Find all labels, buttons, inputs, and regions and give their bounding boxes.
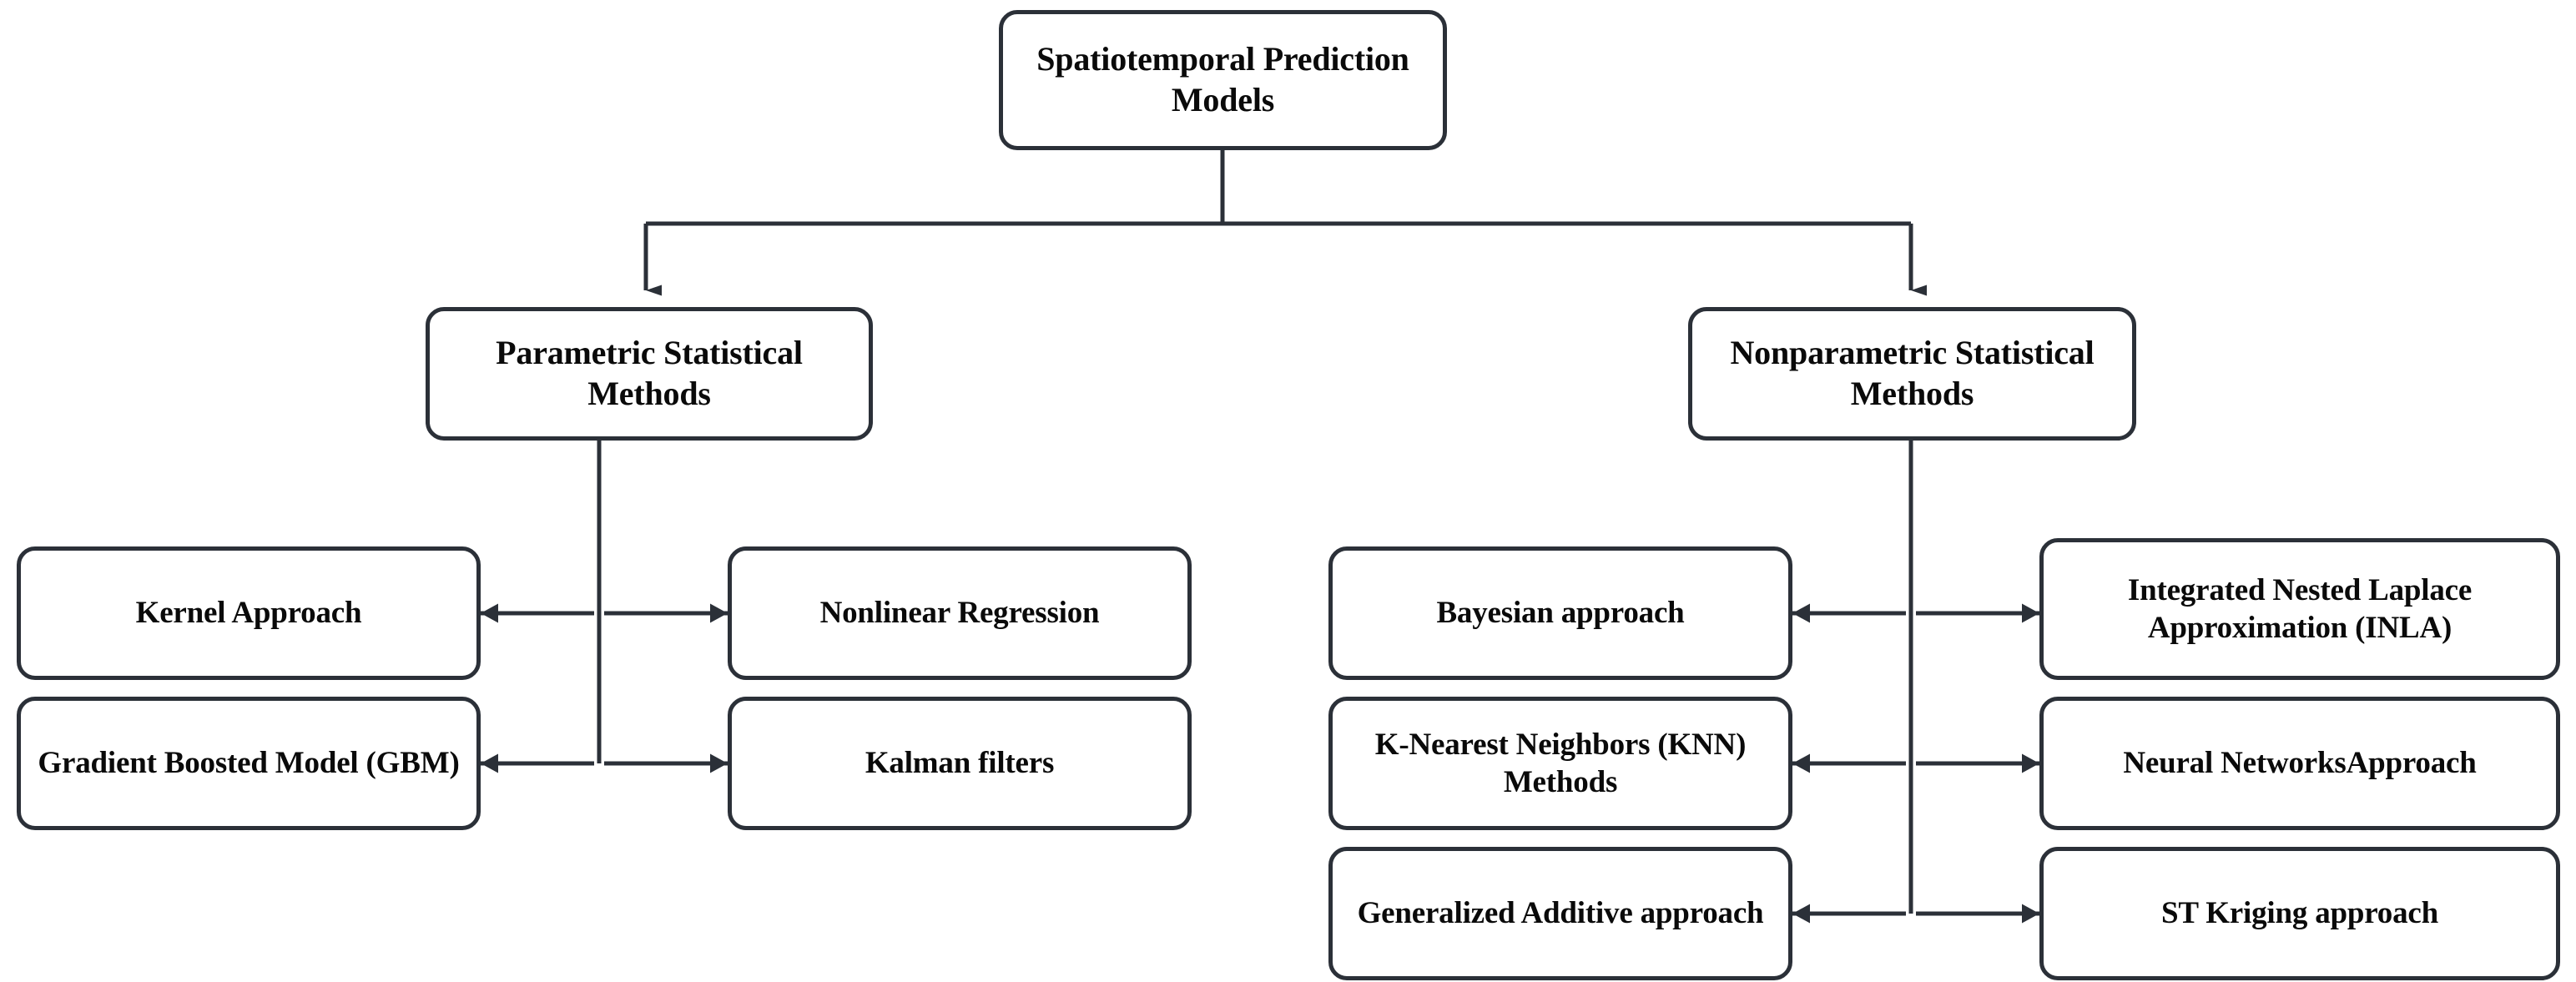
node-gradient-boosted-model[interactable]: Gradient Boosted Model (GBM) [17, 697, 481, 830]
node-root[interactable]: Spatiotemporal Prediction Models [999, 10, 1447, 150]
node-bayesian-approach[interactable]: Bayesian approach [1328, 546, 1792, 680]
node-inla-label: Integrated Nested Laplace Approximation … [2127, 572, 2473, 645]
node-generalized-additive-approach[interactable]: Generalized Additive approach [1328, 847, 1792, 980]
node-gradient-boosted-model-label: Gradient Boosted Model (GBM) [38, 746, 460, 781]
node-kalman-filters[interactable]: Kalman filters [728, 697, 1192, 830]
node-root-label: Spatiotemporal Prediction Models [1036, 40, 1409, 118]
node-knn-methods-label: K-Nearest Neighbors (KNN) Methods [1374, 727, 1747, 799]
node-nonparametric-label: Nonparametric Statistical Methods [1730, 334, 2095, 412]
node-inla[interactable]: Integrated Nested Laplace Approximation … [2039, 538, 2560, 680]
node-neural-networks-approach-label: Neural NetworksApproach [2123, 746, 2477, 781]
node-kernel-approach[interactable]: Kernel Approach [17, 546, 481, 680]
node-kalman-filters-label: Kalman filters [865, 746, 1055, 781]
node-nonparametric[interactable]: Nonparametric Statistical Methods [1688, 307, 2136, 441]
node-nonlinear-regression-label: Nonlinear Regression [819, 596, 1100, 631]
node-parametric-label: Parametric Statistical Methods [496, 334, 803, 412]
node-parametric[interactable]: Parametric Statistical Methods [426, 307, 873, 441]
node-knn-methods[interactable]: K-Nearest Neighbors (KNN) Methods [1328, 697, 1792, 830]
node-st-kriging-approach-label: ST Kriging approach [2160, 896, 2439, 931]
node-st-kriging-approach[interactable]: ST Kriging approach [2039, 847, 2560, 980]
node-nonlinear-regression[interactable]: Nonlinear Regression [728, 546, 1192, 680]
node-bayesian-approach-label: Bayesian approach [1436, 596, 1685, 631]
node-neural-networks-approach[interactable]: Neural NetworksApproach [2039, 697, 2560, 830]
node-kernel-approach-label: Kernel Approach [135, 596, 362, 631]
node-generalized-additive-approach-label: Generalized Additive approach [1357, 896, 1764, 931]
